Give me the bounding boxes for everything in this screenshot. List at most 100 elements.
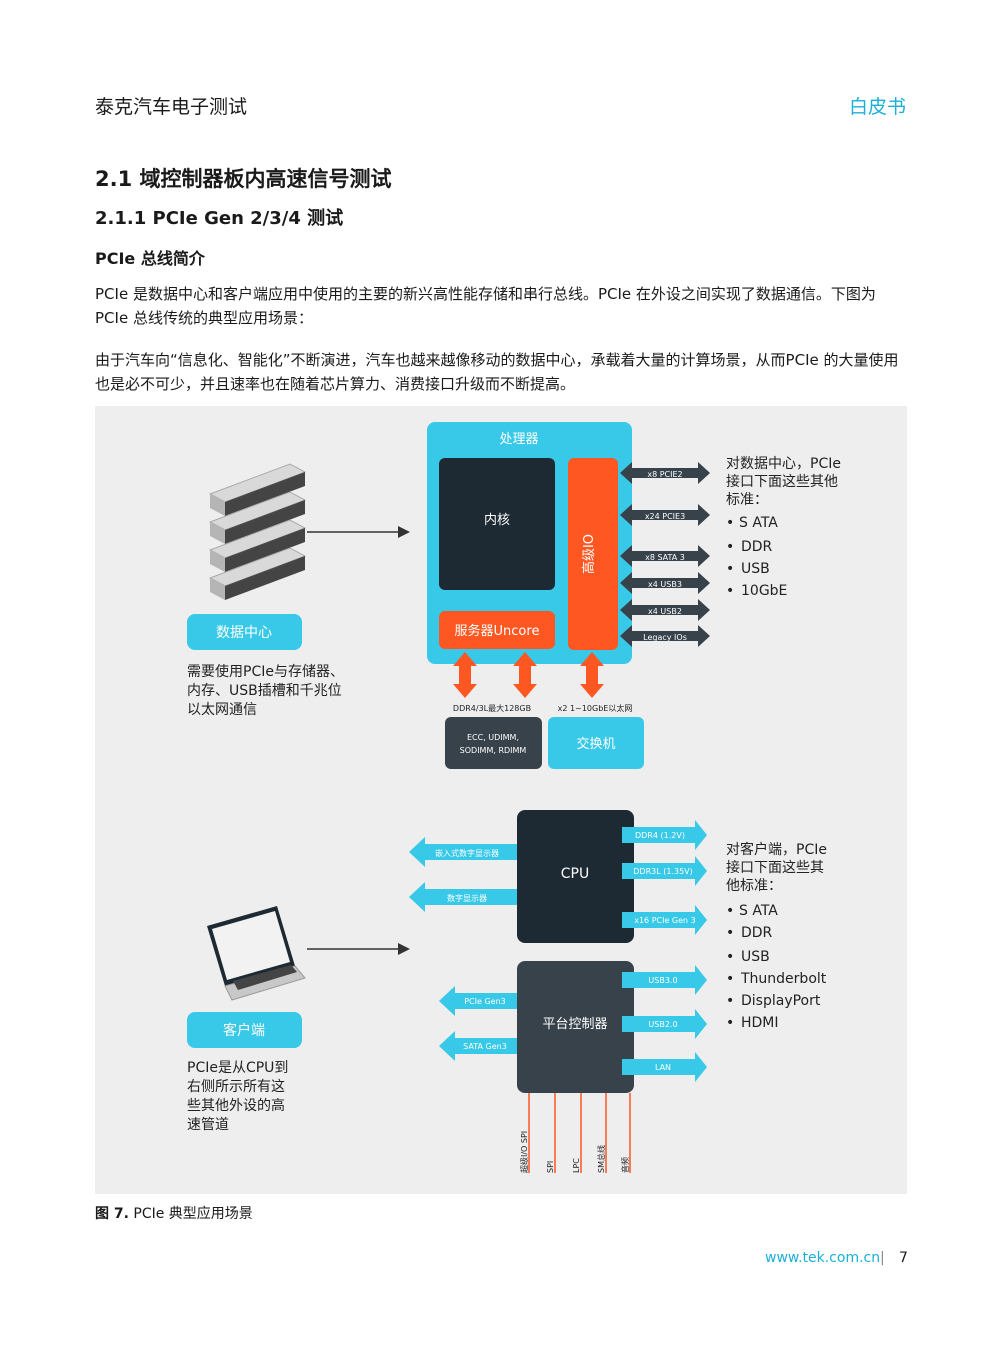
- subsection-heading: 2.1.1 PCIe Gen 2/3/4 测试: [95, 208, 344, 229]
- cpu-right-label-1: DDR4 (1.2V): [635, 831, 685, 840]
- dc-standard-4: 10GbE: [741, 583, 787, 599]
- svg-text:•: •: [726, 1015, 734, 1031]
- svg-text:•: •: [726, 539, 734, 555]
- pch-bottom-label-3: LPC: [572, 1158, 581, 1173]
- pch-bottom-label-2: SPI: [546, 1161, 555, 1173]
- client-standard-5: DisplayPort: [741, 993, 821, 1009]
- cpu-left-label-2: 数字显示器: [447, 893, 487, 903]
- memory-bus-arrows: [453, 652, 604, 698]
- client-label: 客户端: [223, 1022, 265, 1039]
- dc-standard-1: S ATA: [739, 515, 778, 531]
- paragraph-automotive: 由于汽车向“信息化、智能化”不断演进，汽车也越来越像移动的数据中心，承载着大量的…: [95, 351, 899, 393]
- caption-label: 图 7.: [95, 1206, 129, 1222]
- dc-standard-2: DDR: [741, 539, 773, 555]
- svg-text:•: •: [726, 925, 734, 941]
- pch-right-arrows: [622, 965, 707, 1082]
- datacenter-label: 数据中心: [216, 625, 272, 641]
- pch-left-arrows: [439, 986, 517, 1061]
- svg-text:•: •: [726, 515, 734, 531]
- uncore-block: [439, 611, 555, 649]
- svg-text:•: •: [726, 993, 734, 1009]
- client-desc-1: PCIe是从CPU到: [187, 1060, 288, 1076]
- pch-bottom-label-4: SM总线: [596, 1145, 606, 1173]
- caption-text: PCIe 典型应用场景: [128, 1206, 253, 1222]
- svg-text:•: •: [726, 583, 734, 599]
- cpu-label: CPU: [561, 866, 589, 882]
- footer-separator: |: [880, 1250, 885, 1266]
- dc-standards-title-3: 标准：: [726, 492, 768, 508]
- switch-box: [548, 717, 644, 769]
- page-number: 7: [899, 1250, 908, 1266]
- topic-heading: PCIe 总线简介: [95, 249, 205, 268]
- memory-box-line-1: ECC, UDIMM,: [467, 733, 519, 742]
- pch-block: [517, 961, 634, 1093]
- client-standards-title-1: 对客户端，PCIe: [726, 841, 827, 858]
- pcie-diagram-svg: 数据中心 需要使用PCIe与存储器、 内存、USB插槽和千兆位 以太网通信 处理…: [187, 422, 841, 1173]
- cpu-right-label-3: x16 PCIe Gen 3: [634, 916, 696, 925]
- client-standards-title-2: 接口下面这些其: [726, 859, 824, 876]
- server-stack-icon: [208, 463, 307, 600]
- client-standards-title-3: 他标准：: [726, 878, 782, 894]
- cpu-left-arrows: [409, 837, 517, 912]
- client-desc-3: 些其他外设的高: [187, 1097, 285, 1114]
- pcie-diagram: 数据中心 需要使用PCIe与存储器、 内存、USB插槽和千兆位 以太网通信 处理…: [95, 406, 907, 1194]
- port-label-3: x8 SATA 3: [645, 553, 685, 562]
- cpu-right-arrows: [622, 820, 707, 935]
- pch-label: 平台控制器: [542, 1017, 607, 1032]
- pch-bottom-label-5: 音频: [620, 1157, 630, 1173]
- svg-text:•: •: [726, 561, 734, 577]
- laptop-icon: [207, 906, 306, 1001]
- client-desc-4: 速管道: [187, 1117, 229, 1133]
- pch-bottom-label-1: 超级I/O SPI: [519, 1131, 529, 1173]
- processor-label: 处理器: [499, 432, 538, 447]
- memory-box-line-2: SODIMM, RDIMM: [460, 746, 527, 755]
- client-standard-2: DDR: [741, 925, 773, 941]
- pch-right-label-1: USB3.0: [648, 976, 677, 985]
- core-label: 内核: [484, 512, 510, 528]
- figure-caption: 图 7. PCIe 典型应用场景: [95, 1203, 253, 1223]
- client-desc-2: 右侧所示所有这: [187, 1078, 285, 1095]
- dc-standards-title-1: 对数据中心，PCIe: [726, 456, 841, 472]
- port-label-1: x8 PCIE2: [647, 470, 682, 479]
- network-label: x2 1~10GbE以太网: [558, 703, 633, 713]
- header-title: 泰克汽车电子测试: [95, 96, 248, 118]
- port-label-2: x24 PCIE3: [645, 512, 685, 521]
- header-doc-type: 白皮书: [848, 96, 906, 118]
- svg-text:•: •: [726, 949, 734, 965]
- datacenter-desc-1: 需要使用PCIe与存储器、: [187, 663, 344, 680]
- port-label-4: x4 USB3: [648, 580, 682, 589]
- memory-label: DDR4/3L最大128GB: [453, 703, 531, 713]
- dc-standards-title-2: 接口下面这些其他: [726, 473, 838, 490]
- port-label-6: Legacy IOs: [643, 633, 687, 642]
- client-node: [187, 1012, 302, 1048]
- cpu-left-label-1: 嵌入式数字显示器: [435, 848, 499, 858]
- cpu-block: [517, 810, 634, 943]
- memory-box: [445, 717, 542, 769]
- advanced-io-block: [568, 458, 618, 650]
- pch-left-label-1: PCIe Gen3: [464, 997, 506, 1006]
- svg-text:•: •: [726, 903, 734, 919]
- advanced-io-label: 高级IO: [581, 534, 597, 574]
- core-block: [439, 458, 555, 590]
- footer-url[interactable]: www.tek.com.cn: [765, 1250, 881, 1266]
- pch-bottom-lines: [528, 1093, 631, 1173]
- processor-port-arrows: [620, 462, 710, 647]
- client-standard-3: USB: [741, 949, 770, 965]
- paragraph-intro: PCIe 是数据中心和客户端应用中使用的主要的新兴高性能存储和串行总线。PCIe…: [95, 285, 876, 327]
- datacenter-node: [187, 614, 302, 650]
- section-heading: 2.1 域控制器板内高速信号测试: [95, 167, 392, 191]
- port-label-5: x4 USB2: [648, 607, 682, 616]
- client-standard-6: HDMI: [741, 1015, 779, 1031]
- pch-right-label-2: USB2.0: [648, 1020, 677, 1029]
- client-standard-4: Thunderbolt: [740, 971, 827, 987]
- svg-text:•: •: [726, 971, 734, 987]
- cpu-right-label-2: DDR3L (1.35V): [633, 867, 693, 876]
- switch-label: 交换机: [576, 736, 615, 752]
- pch-left-label-2: SATA Gen3: [463, 1042, 507, 1051]
- client-standard-1: S ATA: [739, 903, 778, 919]
- datacenter-desc-2: 内存、USB插槽和千兆位: [187, 683, 342, 699]
- uncore-label: 服务器Uncore: [455, 623, 540, 639]
- datacenter-desc-3: 以太网通信: [187, 702, 257, 718]
- pch-right-label-3: LAN: [655, 1063, 671, 1072]
- dc-standard-3: USB: [741, 561, 770, 577]
